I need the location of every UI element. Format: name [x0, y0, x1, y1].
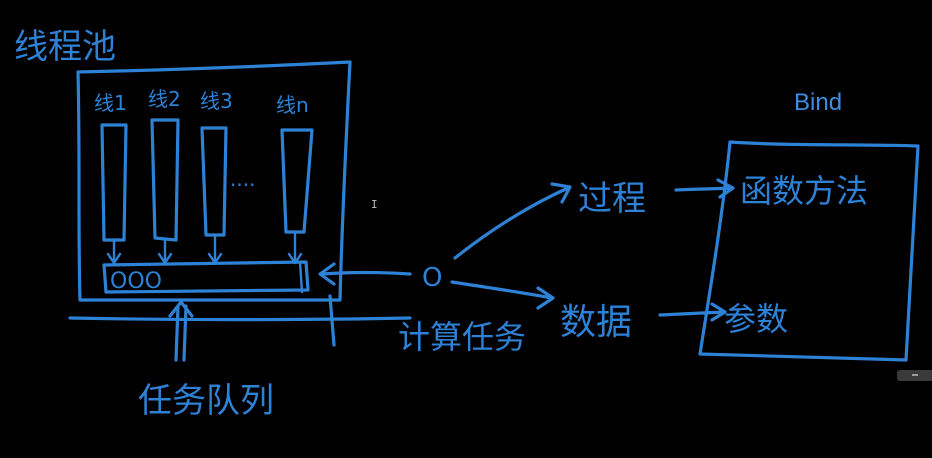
thread-label-1: 线1 [94, 91, 127, 115]
task-to-queue-arrow [318, 262, 412, 286]
thread-column-n [280, 128, 314, 234]
thread-pool-title: 线程池 [14, 27, 116, 67]
scroll-handle[interactable] [897, 370, 932, 381]
bind-title: Bind [794, 89, 842, 116]
queue-label-arrow [168, 300, 194, 362]
queue-label: 任务队列 [138, 381, 274, 421]
thread-column-1 [100, 123, 128, 242]
task-queue-box [102, 260, 310, 294]
thread-column-2 [150, 118, 180, 242]
process-label: 过程 [578, 179, 646, 219]
thread-arrow-n [287, 231, 303, 265]
pool-right-edge [328, 294, 336, 347]
bind-box [698, 140, 920, 362]
thread-arrow-2 [157, 238, 173, 265]
thread-label-3: 线3 [200, 89, 233, 113]
data-to-params-arrow [658, 302, 727, 322]
task-to-data-arrow [450, 280, 555, 310]
params-label: 参数 [724, 300, 788, 338]
thread-label-2: 线2 [148, 87, 181, 111]
thread-pool-frame [76, 60, 352, 302]
task-to-process-arrow [453, 182, 572, 260]
thread-column-3 [200, 126, 228, 237]
function-label: 函数方法 [740, 172, 868, 210]
thread-arrow-1 [106, 238, 122, 265]
thread-pool-baseline [68, 316, 412, 322]
thread-ellipsis: .... [230, 167, 255, 191]
grip-icon [912, 374, 918, 376]
task-queue-divider [298, 260, 304, 294]
task-node: O [422, 263, 442, 293]
queue-slots: OOO [110, 269, 162, 294]
task-label: 计算任务 [398, 318, 526, 356]
text-cursor-icon: I [371, 198, 378, 211]
thread-label-n: 线n [276, 93, 309, 117]
thread-arrow-3 [207, 234, 223, 265]
data-label: 数据 [560, 302, 632, 343]
